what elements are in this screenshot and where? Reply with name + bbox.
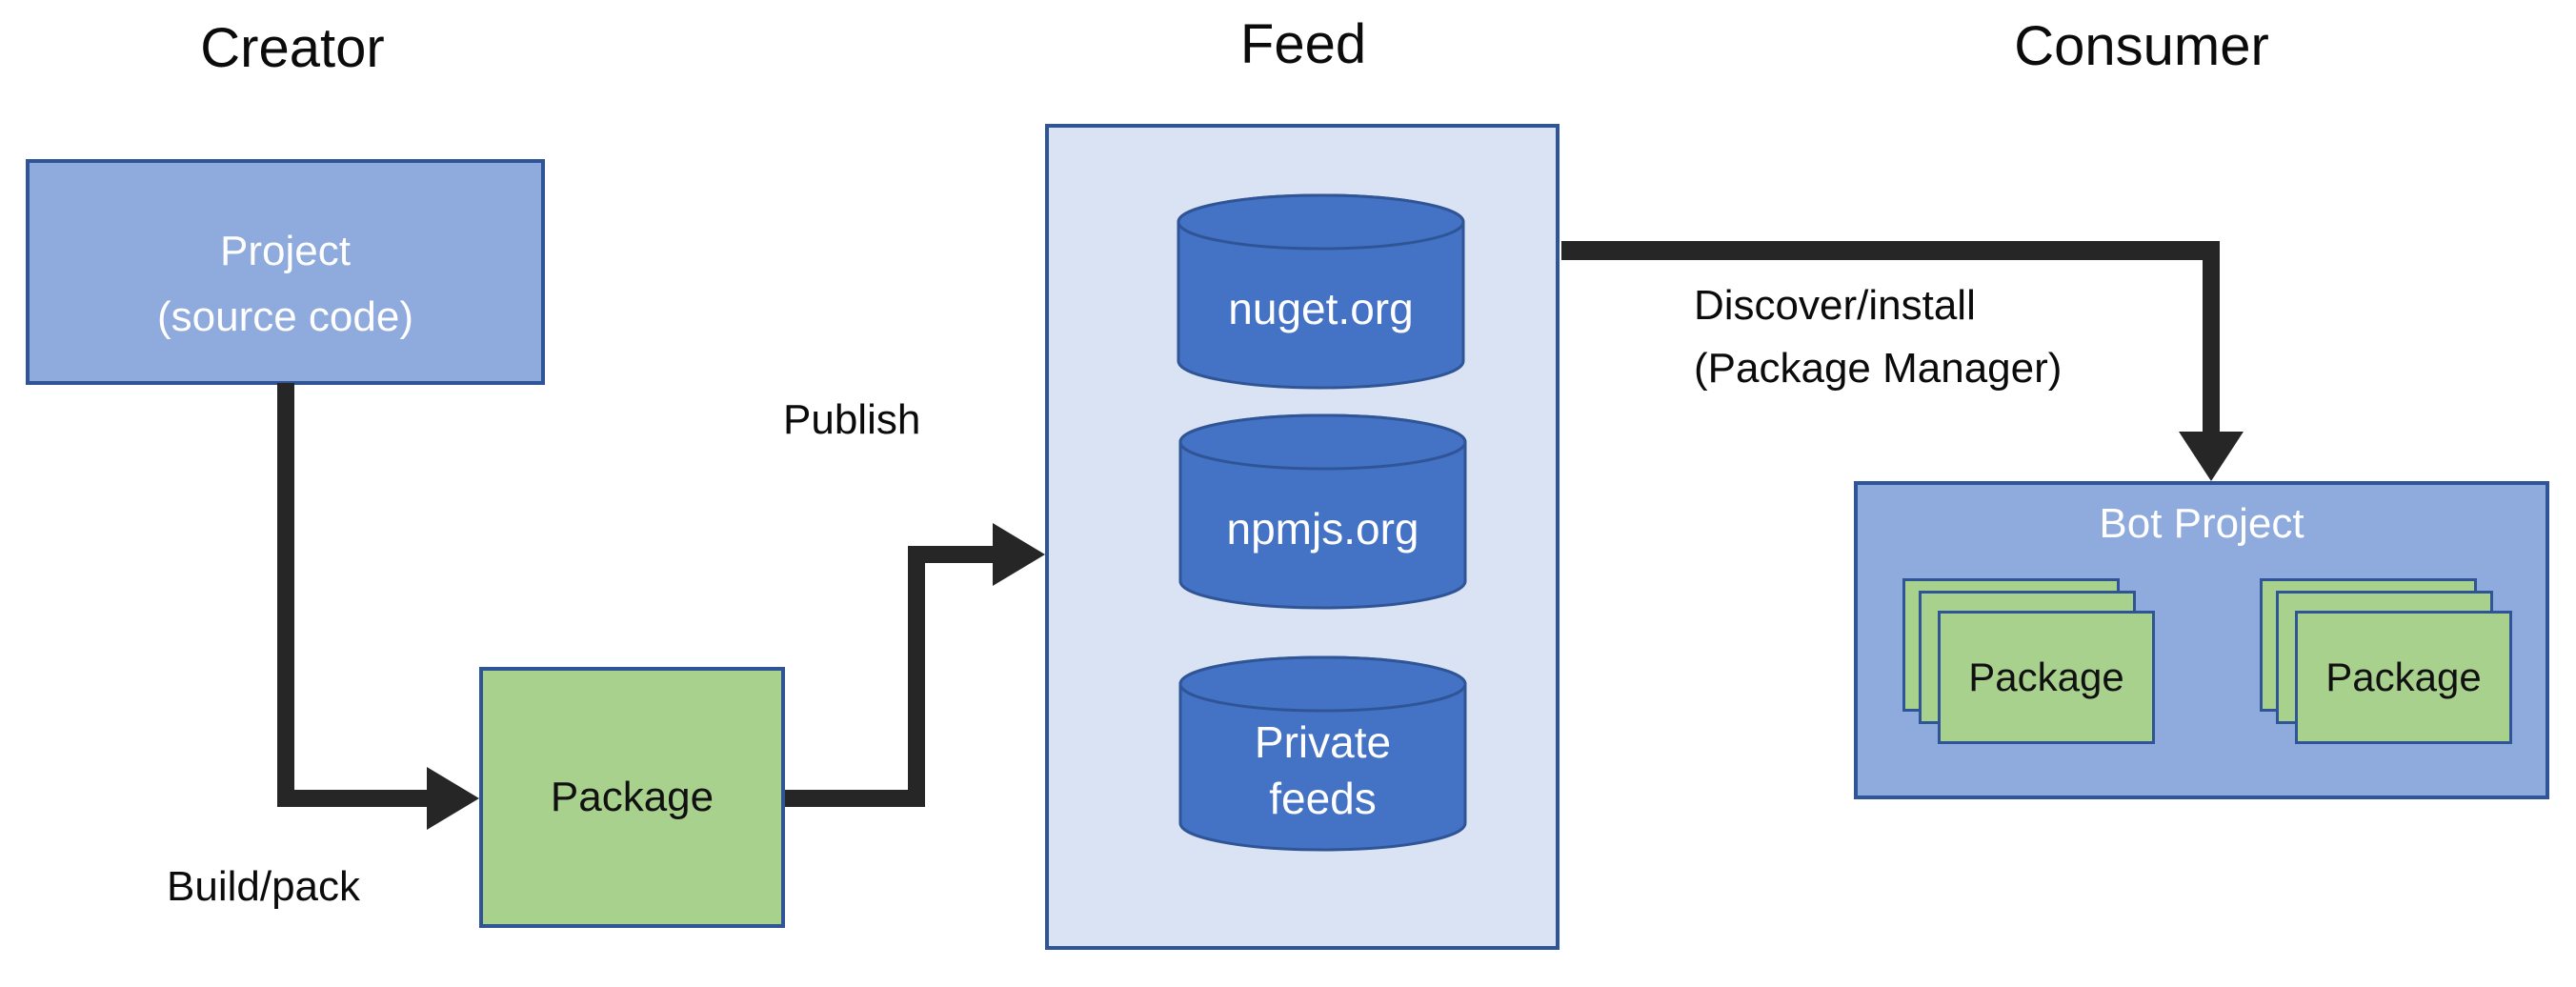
discover-install-line1: Discover/install	[1694, 282, 1976, 329]
discover-install-line2: (Package Manager)	[1694, 345, 2063, 392]
package-stack-right: Package	[2260, 578, 2512, 745]
discover-arrow-horizontal	[1561, 241, 2220, 260]
private-feeds-cylinder: Private feeds	[1177, 654, 1468, 852]
publish-label: Publish	[783, 396, 921, 443]
package-box: Package	[479, 667, 785, 928]
discover-arrowhead-icon	[2179, 432, 2244, 481]
discover-arrow-vertical	[2203, 241, 2220, 434]
package-card-label: Package	[2325, 655, 2482, 699]
package-card-label: Package	[1968, 655, 2124, 699]
npmjs-org-cylinder: npmjs.org	[1177, 412, 1468, 610]
feed-heading: Feed	[1239, 13, 1367, 75]
package-stack-left: Package	[1902, 578, 2155, 745]
bot-project-box: Bot Project Package Package	[1854, 481, 2549, 799]
project-box-title: Project	[220, 228, 351, 275]
project-source-code-box: Project (source code)	[26, 159, 545, 385]
consumer-heading: Consumer	[2014, 15, 2269, 77]
build-pack-arrow-vertical	[277, 383, 294, 807]
discover-install-label: Discover/install (Package Manager)	[1694, 274, 2062, 400]
project-box-subtitle: (source code)	[156, 292, 413, 340]
publish-arrowhead-icon	[993, 523, 1045, 586]
npmjs-org-label: npmjs.org	[1226, 503, 1419, 554]
build-pack-arrow-horizontal	[277, 790, 430, 807]
publish-arrow-horizontal-low	[785, 790, 925, 807]
publish-arrow-vertical	[908, 546, 925, 807]
nuget-org-cylinder: nuget.org	[1176, 191, 1466, 390]
package-card-front: Package	[2295, 611, 2512, 744]
creator-heading: Creator	[200, 17, 385, 79]
publish-arrow-horizontal-high	[908, 546, 994, 563]
nuget-org-label: nuget.org	[1228, 283, 1414, 333]
feed-panel: nuget.org npmjs.org Private feeds	[1045, 124, 1560, 950]
database-cylinder-icon	[1178, 413, 1467, 610]
bot-project-title: Bot Project	[2099, 500, 2304, 547]
private-feeds-label: Private feeds	[1254, 717, 1392, 823]
build-pack-arrowhead-icon	[427, 767, 479, 830]
build-pack-label: Build/pack	[167, 863, 361, 910]
package-box-label: Package	[550, 774, 714, 820]
package-card-front: Package	[1938, 611, 2155, 744]
database-cylinder-icon	[1177, 193, 1465, 390]
database-cylinder-icon	[1178, 655, 1467, 852]
